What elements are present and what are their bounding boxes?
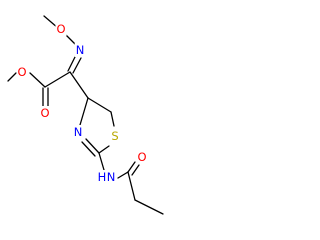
atom-label-background <box>39 106 51 120</box>
bond-ring-c5-s <box>110 111 115 127</box>
bond-oxime-c-n-double-a <box>67 54 77 72</box>
bond-ester-o-to-methyl <box>7 72 17 82</box>
atom-amide-oxygen: O <box>137 150 146 164</box>
molecule-structure: O N O O N S N H O <box>7 15 164 215</box>
bond-oxime-c-n-double-b <box>72 57 82 74</box>
bond-ch2-to-ch3 <box>134 199 164 215</box>
atom-oxime-nitrogen: N <box>76 43 85 57</box>
bond-ring-s-c2 <box>98 145 110 154</box>
atom-label-background <box>74 43 86 57</box>
atom-label-background <box>55 22 67 36</box>
bond-central-c-to-ester-c <box>44 71 71 88</box>
bond-carbonyl-to-ch2 <box>127 171 136 201</box>
atom-oxime-oxygen: O <box>56 22 65 36</box>
bond-ring-n3-c4 <box>79 97 89 126</box>
atom-ester-oxygen: O <box>17 65 26 79</box>
atom-label-background <box>96 170 108 184</box>
bond-central-c-to-thiazole <box>69 71 89 99</box>
bond-ring-c2-n3-a <box>85 138 100 154</box>
bonds <box>7 15 164 215</box>
bond-ring-c2-n3-b <box>81 141 96 157</box>
atom-amide-nitrogen: N <box>107 170 116 184</box>
bond-ester-c-to-o <box>29 72 46 88</box>
bond-c2-to-amide-n <box>98 152 105 171</box>
bond-ring-c4-c5 <box>87 97 112 113</box>
atom-amide-hydrogen: H <box>98 170 107 184</box>
bond-amide-n-to-carbonyl <box>117 171 129 179</box>
atom-label-background <box>110 129 120 143</box>
atom-labels: O N O O N S N H O <box>16 22 148 184</box>
atom-label-background <box>72 125 84 139</box>
bond-carbonyl-double-a <box>127 161 136 173</box>
atom-label-background <box>105 170 117 184</box>
bond-carbonyl-double-b <box>131 164 140 176</box>
atom-thiazole-sulfur: S <box>111 129 118 143</box>
atom-thiazole-nitrogen: N <box>74 125 83 139</box>
atom-carbonyl-oxygen: O <box>40 106 49 120</box>
atom-label-background <box>16 65 28 79</box>
atom-label-background <box>136 150 148 164</box>
